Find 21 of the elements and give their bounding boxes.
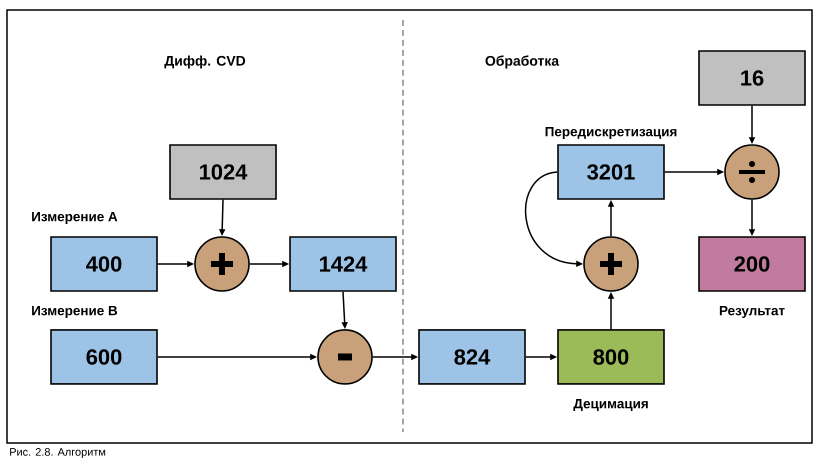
operator-circle (724, 144, 780, 200)
operator-circle (583, 236, 639, 292)
value-box: 16 (698, 50, 806, 106)
section-heading: Обработка (486, 55, 560, 69)
node-caption: Измерение A (32, 212, 118, 224)
value-box: 600 (50, 329, 158, 385)
value-box: 3201 (557, 144, 665, 200)
value-box: 400 (50, 236, 158, 292)
value-box: 1024 (169, 144, 277, 200)
value-box: 800 (557, 329, 665, 385)
node-caption: Передискретизация (546, 126, 676, 140)
node-caption: Результат (720, 306, 785, 318)
node-caption: Децимация (573, 399, 648, 411)
node-caption: Измерение B (32, 306, 118, 318)
figure-caption: Рис. 2.8. Алгоритм (10, 448, 106, 458)
value-box: 200 (698, 236, 806, 292)
value-box: 1424 (289, 236, 397, 292)
value-box: 824 (418, 329, 526, 385)
operator-circle (317, 329, 373, 385)
section-heading: Дифф. CVD (164, 55, 246, 68)
operator-circle (194, 236, 250, 292)
